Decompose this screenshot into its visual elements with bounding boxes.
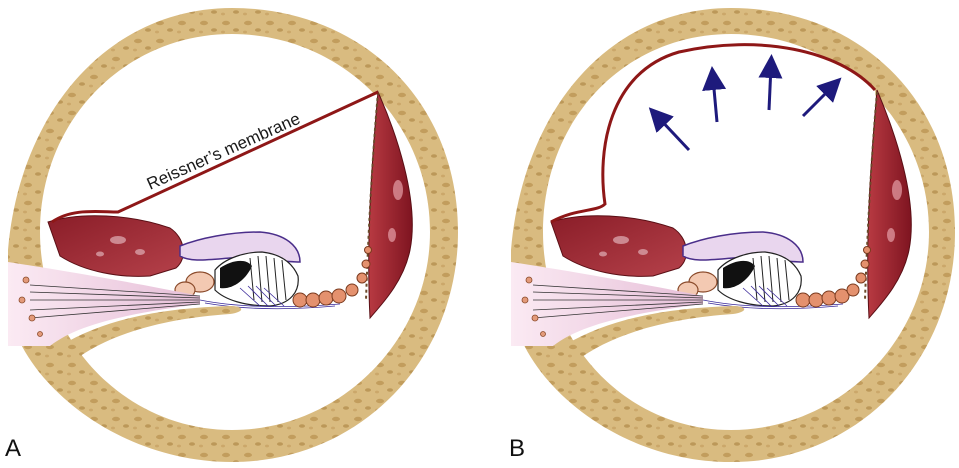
panel-letter-a: A (5, 437, 21, 461)
arrow-icon (769, 66, 771, 110)
panel-a: Reissner’s membrane A (0, 0, 480, 468)
cochlear-duct-diagram-a: Reissner’s membrane (0, 0, 480, 468)
panel-letter-b: B (509, 437, 525, 461)
cochlear-duct-diagram-b (479, 0, 959, 468)
panel-b: B (479, 0, 959, 468)
